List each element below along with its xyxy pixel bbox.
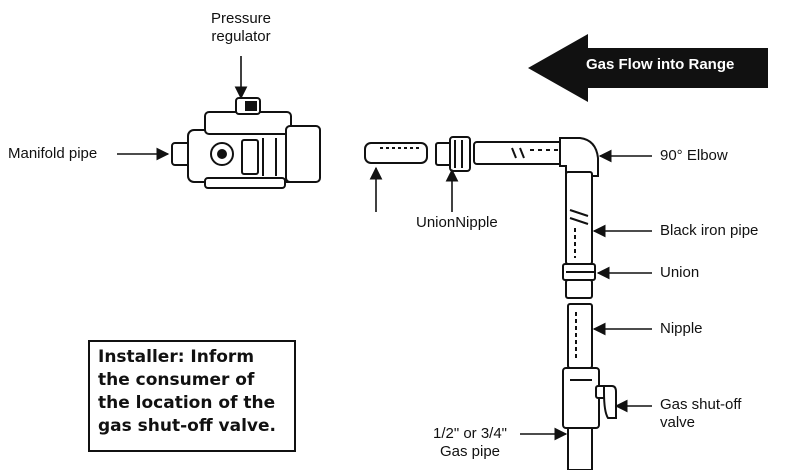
pipe-segment-left (364, 142, 428, 164)
pressure-regulator-label: Pressure regulator (196, 10, 286, 46)
pressure-regulator-label-line2: regulator (211, 28, 271, 45)
horizontal-pipe (473, 141, 567, 165)
gas-shutoff-valve-label: Gas shut-off valve (660, 396, 741, 432)
union-drawing (562, 263, 596, 299)
installer-note-line4: gas shut-off valve. (98, 416, 277, 436)
gas-pipe-label-line1: 1/2" or 3/4" (432, 425, 508, 442)
installer-note-line3: the location of the (98, 393, 276, 413)
elbow-drawing (559, 137, 599, 177)
nipple-drawing (567, 303, 593, 369)
gas-shutoff-valve-label-line2: valve (660, 414, 696, 431)
installer-note-box: Installer: Inform the consumer of the lo… (88, 340, 296, 452)
manifold-pipe-label: Manifold pipe (8, 145, 98, 162)
gas-shutoff-valve-label-line1: Gas shut-off (660, 396, 742, 413)
union-label: Union (660, 264, 700, 281)
nipple-label: Nipple (660, 320, 703, 337)
black-iron-pipe-label: Black iron pipe (660, 222, 759, 239)
leader-arrows (117, 56, 652, 441)
pressure-regulator-label-line1: Pressure (210, 10, 272, 27)
union-nipple-drawing (435, 136, 471, 172)
gas-flow-arrow (528, 34, 768, 102)
gas-flow-banner-text: Gas Flow into Range (586, 56, 735, 73)
shutoff-valve-drawing (562, 367, 617, 429)
union-nipple-label: UnionNipple (416, 214, 498, 231)
installer-note-line2: the consumer of (98, 370, 255, 390)
gas-pipe-label-line2: Gas pipe (439, 443, 501, 460)
elbow-label: 90° Elbow (660, 147, 728, 164)
gas-pipe-label: 1/2" or 3/4" Gas pipe (420, 425, 520, 461)
inlet-gas-pipe-drawing (567, 427, 593, 470)
installer-note-line1: Installer: Inform (98, 347, 255, 367)
black-iron-pipe-drawing (565, 171, 593, 265)
pressure-regulator-drawing (171, 97, 321, 189)
